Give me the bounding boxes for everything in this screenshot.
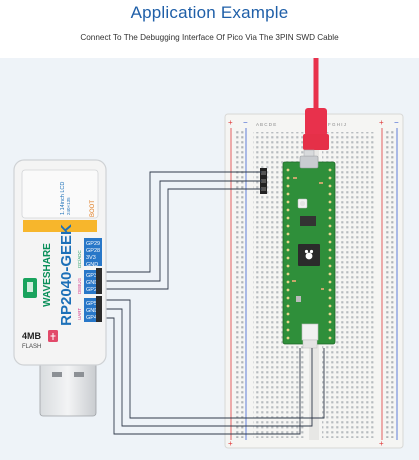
rail-plus-left-bottom: +: [228, 439, 233, 448]
pin-gnd-1: GND: [86, 262, 98, 268]
usb-cable-plug: [305, 108, 327, 136]
swd-connector: [301, 323, 319, 341]
flash-chip: [300, 216, 316, 226]
rail-minus-left: −: [243, 118, 248, 127]
brand-label: WAVESHARE: [42, 243, 53, 307]
uart-tag: UART: [77, 308, 82, 320]
pin-gp3: GP3: [86, 273, 97, 279]
pico-usb-port: [299, 155, 319, 169]
pin-gp29: GP29: [86, 241, 100, 247]
pin-gp4: GP4: [86, 315, 97, 321]
pin-gp5: GP5: [86, 301, 97, 307]
pin-gp28: GP28: [86, 248, 100, 254]
swd-wires: [100, 171, 325, 435]
usb-a-plug: [39, 357, 97, 417]
lcd-label: 1.14inch LCD: [60, 182, 66, 215]
model-label: RP2040-GEEK: [58, 224, 75, 326]
green-tag-icon: [23, 278, 37, 298]
flash-type: FLASH: [22, 344, 41, 350]
page-subtitle: Connect To The Debugging Interface Of Pi…: [80, 33, 339, 42]
rail-plus-right: +: [379, 118, 384, 127]
rail-plus-left: +: [228, 118, 233, 127]
rp2040-geek-device: WAVESHARE RP2040-GEEK 1.14inch LCD 240×1…: [13, 159, 107, 417]
pin-gnd-2: GND: [86, 280, 98, 286]
label-band: [23, 220, 97, 232]
pin-gp2: GP2: [86, 287, 97, 293]
col-letters-left: A B C D E: [256, 122, 276, 127]
col-letters-right: F G H I J: [328, 122, 346, 127]
pin-3v3: 3V3: [86, 255, 96, 261]
pin-gnd-3: GND: [86, 308, 98, 314]
raspberry-logo-icon: [304, 249, 314, 260]
i2c-adc-tag: I2C/ADC: [77, 249, 82, 268]
debug-tag: DEBUG: [77, 277, 82, 294]
swd-pin-header: [260, 168, 267, 194]
usb-cable: [303, 57, 329, 157]
rail-plus-right-bottom: +: [379, 439, 384, 448]
device-pin-connector: [96, 268, 102, 322]
pico-pin-holes-left: [286, 168, 290, 340]
flash-size: 4MB: [22, 331, 42, 341]
page-title: Application Example: [130, 3, 289, 22]
pico-pin-holes-right: [328, 168, 332, 340]
boot-label: BOOT: [90, 200, 96, 217]
pico-board: [282, 155, 336, 349]
rail-minus-right: −: [394, 118, 399, 127]
usb-logo-icon: [48, 330, 58, 342]
lcd-resolution: 240×135: [66, 197, 71, 215]
header: Application Example Connect To The Debug…: [0, 0, 419, 52]
lcd-screen: [21, 169, 99, 219]
